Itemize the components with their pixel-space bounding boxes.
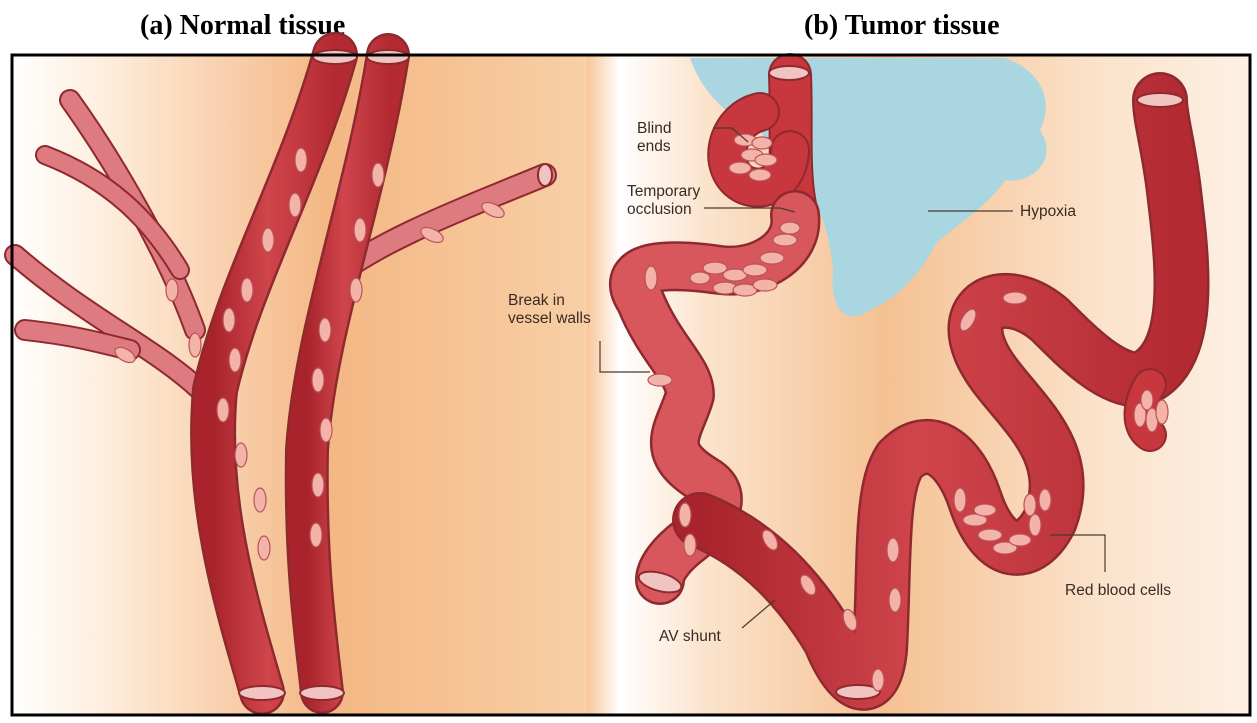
vessel-end [300,686,344,700]
label-hypoxia: Hypoxia [1020,203,1076,220]
vessel-end [1137,93,1183,107]
label-red-blood-cells: Red blood cells [1065,582,1171,599]
vessel-end [367,50,409,64]
vessel-end [538,164,552,186]
vessel-end [313,50,357,64]
label-av-shunt: AV shunt [659,628,721,645]
vessel-end [239,686,285,700]
vessel-end [769,66,809,80]
